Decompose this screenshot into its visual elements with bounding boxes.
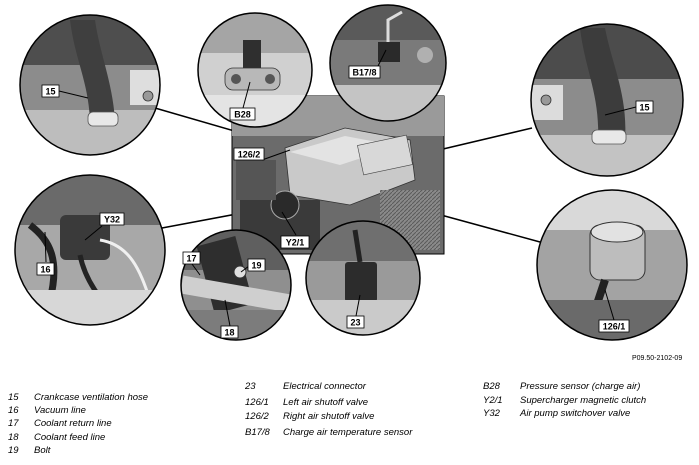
detail-circle-crankcase-hose-right bbox=[530, 23, 684, 177]
callout-y2-1: Y2/1 bbox=[280, 211, 310, 249]
callout-126-2: 126/2 bbox=[233, 147, 291, 161]
callout-23: 23 bbox=[346, 294, 365, 329]
legend-number: Y2/1 bbox=[483, 395, 503, 406]
callout-b28: B28 bbox=[229, 81, 256, 121]
callout-y32: Y32 bbox=[84, 212, 125, 241]
legend-number: 17 bbox=[8, 418, 19, 429]
legend-description: Pressure sensor (charge air) bbox=[520, 381, 641, 392]
svg-text:Y32: Y32 bbox=[104, 215, 120, 225]
callout-15-left: 15 bbox=[41, 84, 89, 99]
legend-number: 15 bbox=[8, 392, 19, 403]
legend-number: B17/8 bbox=[245, 427, 270, 438]
svg-text:19: 19 bbox=[251, 261, 261, 271]
legend-description: Bolt bbox=[34, 445, 51, 456]
svg-text:B17/8: B17/8 bbox=[352, 68, 376, 78]
svg-text:15: 15 bbox=[639, 103, 649, 113]
engine-diagram: 15 B28 B17/8 15 126/2 Y32 16 Y2/1 17 bbox=[14, 4, 688, 341]
legend-description: Vacuum line bbox=[34, 405, 86, 416]
legend-number: Y32 bbox=[483, 408, 500, 419]
legend-description: Crankcase ventilation hose bbox=[34, 392, 149, 403]
legend-description: Air pump switchover valve bbox=[520, 408, 631, 419]
callout-16: 16 bbox=[36, 231, 55, 276]
detail-circle-switchover-valve bbox=[14, 174, 166, 326]
callout-15-right: 15 bbox=[604, 100, 654, 116]
reference-code: P09.50-2102-09 bbox=[632, 355, 683, 362]
legend-number: 126/1 bbox=[245, 397, 269, 408]
legend-description: Charge air temperature sensor bbox=[283, 427, 413, 438]
legend-description: Right air shutoff valve bbox=[283, 411, 375, 422]
detail-circle-left-air-shutoff-valve bbox=[536, 189, 688, 341]
svg-text:126/1: 126/1 bbox=[603, 322, 626, 332]
svg-text:23: 23 bbox=[350, 318, 360, 328]
legend-number: 126/2 bbox=[245, 411, 269, 422]
svg-text:16: 16 bbox=[40, 265, 50, 275]
svg-text:17: 17 bbox=[186, 254, 196, 264]
svg-text:B28: B28 bbox=[234, 110, 251, 120]
legend-number: 19 bbox=[8, 445, 19, 456]
svg-text:126/2: 126/2 bbox=[238, 150, 261, 160]
detail-circle-crankcase-hose-left bbox=[19, 14, 161, 156]
legend-description: Coolant return line bbox=[34, 418, 112, 429]
legend-number: 23 bbox=[245, 381, 256, 392]
callout-19: 19 bbox=[240, 258, 266, 273]
svg-text:Y2/1: Y2/1 bbox=[286, 238, 305, 248]
legend-description: Electrical connector bbox=[283, 381, 366, 392]
legend-description: Supercharger magnetic clutch bbox=[520, 395, 647, 406]
callout-17: 17 bbox=[182, 251, 201, 276]
callout-18: 18 bbox=[220, 299, 239, 339]
legend-description: Coolant feed line bbox=[34, 432, 106, 443]
legend-number: B28 bbox=[483, 381, 500, 392]
detail-circle-coolant-lines bbox=[180, 229, 292, 341]
legend-description: Left air shutoff valve bbox=[283, 397, 369, 408]
legend-number: 18 bbox=[8, 432, 19, 443]
svg-text:15: 15 bbox=[45, 87, 55, 97]
legend-number: 16 bbox=[8, 405, 19, 416]
callout-126-1: 126/1 bbox=[598, 289, 630, 333]
svg-text:18: 18 bbox=[224, 328, 234, 338]
callout-b17-8: B17/8 bbox=[348, 49, 387, 79]
